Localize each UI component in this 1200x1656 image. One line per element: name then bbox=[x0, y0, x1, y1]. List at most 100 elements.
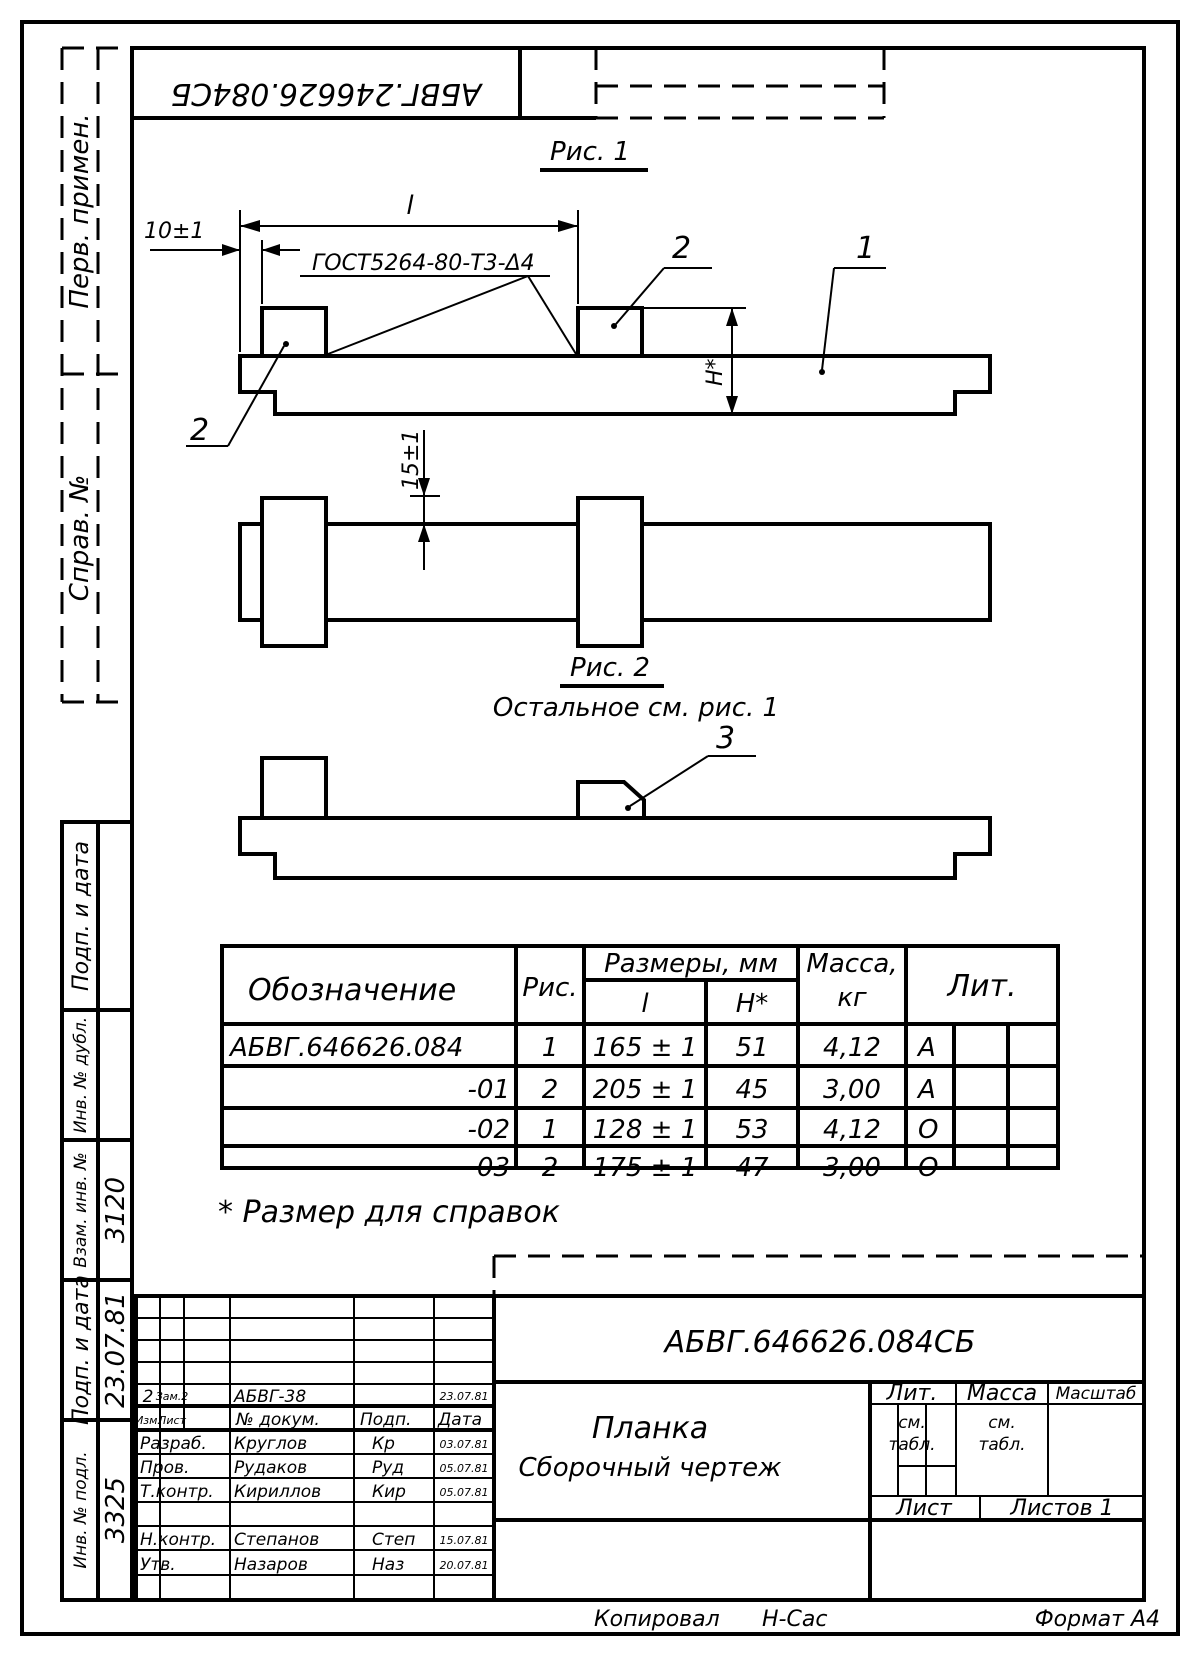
figure-2: Рис. 2 Остальное см. рис. 1 3 bbox=[238, 653, 992, 880]
format-label: Формат А4 bbox=[1035, 1607, 1160, 1632]
outer-frame bbox=[20, 20, 1180, 1636]
tb-mass-label: Масса bbox=[967, 1381, 1037, 1406]
role-name: Степанов bbox=[234, 1530, 319, 1550]
tb-scale-label: Масштаб bbox=[1056, 1384, 1137, 1404]
cell-mass: 4,12 bbox=[823, 1033, 881, 1063]
role-label: Н.контр. bbox=[140, 1530, 216, 1550]
dim-h-label: H* bbox=[703, 358, 728, 386]
change-izm: 2 bbox=[143, 1387, 154, 1407]
role-date: 05.07.81 bbox=[440, 1486, 489, 1499]
figure-2-caption: Рис. 2 bbox=[570, 653, 650, 683]
role-sign: Кир bbox=[372, 1482, 406, 1502]
top-stamp-code: АБВГ.246626.084СБ bbox=[171, 76, 484, 111]
th-fig: Рис. bbox=[522, 973, 577, 1003]
block-left bbox=[260, 306, 328, 358]
title-name: Планка bbox=[592, 1411, 708, 1446]
cell-l: 165 ± 1 bbox=[593, 1033, 697, 1063]
block-left-plan bbox=[260, 496, 328, 648]
role-label: Пров. bbox=[140, 1458, 189, 1478]
sign-date-value-2: 23.07.81 bbox=[101, 1292, 131, 1408]
repl-inv-value: 3120 bbox=[101, 1177, 131, 1243]
top-stamp: АБВГ.246626.084СБ bbox=[130, 46, 886, 120]
th-dims: Размеры, мм bbox=[604, 949, 778, 979]
th-mass-1: Масса, bbox=[806, 949, 897, 979]
role-date: 03.07.81 bbox=[440, 1438, 489, 1451]
variants-table: Обозначение Рис. Размеры, мм l H* Масса,… bbox=[220, 944, 1060, 1183]
plate-side-view bbox=[238, 354, 992, 416]
title-block: АБВГ.646626.084СБ Планка Сборочный черте… bbox=[134, 1254, 1144, 1602]
tb-lit-see-2: табл. bbox=[888, 1435, 935, 1455]
cell-lit: А bbox=[916, 1075, 936, 1105]
cell-designation: -03 bbox=[468, 1153, 510, 1183]
weld-note: ГОСТ5264-80-Т3-Δ4 bbox=[312, 251, 535, 276]
th-lit: Лит. bbox=[946, 969, 1016, 1004]
role-name: Рудаков bbox=[234, 1458, 307, 1478]
th-designation: Обозначение bbox=[248, 973, 456, 1008]
role-name: Круглов bbox=[234, 1434, 307, 1454]
copied-signature: Н-Сас bbox=[762, 1607, 827, 1632]
role-date: 15.07.81 bbox=[440, 1534, 489, 1547]
role-label: Утв. bbox=[140, 1555, 176, 1575]
orig-inv-value: 3325 bbox=[101, 1477, 131, 1543]
figure-1: Рис. 1 l 10±1 ГОСТ5264-80-Т3-Δ4 H* bbox=[144, 137, 992, 648]
cell-h: 51 bbox=[735, 1033, 768, 1063]
tb-sheet-label: Лист bbox=[895, 1496, 953, 1521]
callout-1: 1 bbox=[856, 231, 875, 266]
role-date: 05.07.81 bbox=[440, 1462, 489, 1475]
first-use-label: Перв. примен. bbox=[65, 113, 95, 308]
block-left-fig2 bbox=[260, 756, 328, 820]
col-sign: Подп. bbox=[360, 1410, 411, 1430]
cell-fig: 1 bbox=[542, 1033, 559, 1063]
role-name: Назаров bbox=[234, 1555, 308, 1575]
tb-sheets-label: Листов 1 bbox=[1009, 1496, 1113, 1521]
role-name: Кириллов bbox=[234, 1482, 321, 1502]
cell-h: 53 bbox=[735, 1115, 768, 1145]
cell-lit: А bbox=[916, 1033, 936, 1063]
copied-label: Копировал bbox=[594, 1607, 720, 1632]
tb-mass-see-2: табл. bbox=[978, 1435, 1025, 1455]
role-sign: Руд bbox=[372, 1458, 404, 1478]
callout-2-top: 2 bbox=[672, 231, 691, 266]
block-right-plan bbox=[576, 496, 644, 648]
cell-designation: -01 bbox=[468, 1075, 510, 1105]
cell-mass: 4,12 bbox=[823, 1115, 881, 1145]
cell-lit: О bbox=[918, 1153, 938, 1183]
title-doc-code: АБВГ.646626.084СБ bbox=[663, 1325, 976, 1360]
dup-inv-label: Инв. № дубл. bbox=[71, 1017, 91, 1133]
cell-mass: 3,00 bbox=[823, 1075, 881, 1105]
change-date: 23.07.81 bbox=[440, 1390, 489, 1403]
col-list: Лист bbox=[157, 1414, 186, 1427]
th-l: l bbox=[641, 989, 649, 1019]
cell-fig: 2 bbox=[542, 1153, 559, 1183]
col-date: Дата bbox=[437, 1410, 482, 1430]
cell-designation: АБВГ.646626.084 bbox=[228, 1033, 463, 1063]
block-chamfered-fig2 bbox=[576, 780, 646, 820]
table-footnote: * Размер для справок bbox=[218, 1195, 560, 1230]
role-date: 20.07.81 bbox=[440, 1559, 489, 1572]
role-label: Разраб. bbox=[140, 1434, 207, 1454]
tb-lit-label: Лит. bbox=[886, 1381, 938, 1406]
role-label: Т.контр. bbox=[140, 1482, 214, 1502]
th-mass-2: кг bbox=[837, 983, 867, 1013]
cell-l: 128 ± 1 bbox=[593, 1115, 697, 1145]
cell-h: 47 bbox=[735, 1153, 769, 1183]
figure-2-note: Остальное см. рис. 1 bbox=[493, 693, 779, 723]
cell-lit: О bbox=[918, 1115, 938, 1145]
cell-fig: 2 bbox=[542, 1075, 559, 1105]
th-h: H* bbox=[736, 989, 769, 1019]
cell-l: 175 ± 1 bbox=[593, 1153, 697, 1183]
cell-fig: 1 bbox=[542, 1115, 559, 1145]
sign-date-label-2: Подп. и дата bbox=[69, 1275, 94, 1425]
tb-lit-see-1: см. bbox=[898, 1413, 926, 1433]
sign-date-label-1: Подп. и дата bbox=[69, 841, 94, 991]
role-sign: Степ bbox=[372, 1530, 415, 1550]
title-doc-type: Сборочный чертеж bbox=[519, 1453, 783, 1483]
callout-3: 3 bbox=[716, 721, 735, 756]
ref-no-label: Справ. № bbox=[65, 475, 95, 601]
role-sign: Наз bbox=[372, 1555, 404, 1575]
change-list: Зам.2 bbox=[156, 1390, 189, 1403]
role-sign: Кр bbox=[372, 1434, 395, 1454]
col-izm: Изм. bbox=[135, 1414, 161, 1427]
col-doc: № докум. bbox=[235, 1410, 320, 1430]
